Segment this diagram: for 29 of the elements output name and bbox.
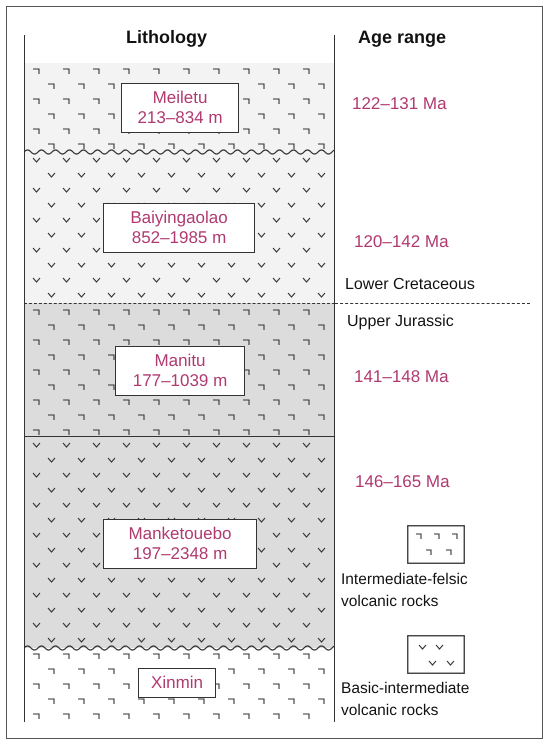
legend-label: Intermediate-felsic volcanic rocks [341, 570, 469, 612]
formation-label-box [115, 346, 245, 396]
age-range-label: 120–142 Ma [354, 232, 449, 252]
depth-range: 177–1039 m [132, 371, 228, 391]
period-label: Upper Jurassic [347, 313, 454, 331]
formation-name: Xinmin [151, 673, 203, 693]
depth-range: 213–834 m [137, 108, 223, 128]
rock-layer-band [24, 648, 335, 722]
formation-name: Meiletu [152, 88, 208, 108]
formation-label-box [103, 203, 255, 253]
rock-layer-band [24, 303, 335, 436]
age-range-label: 122–131 Ma [352, 94, 447, 114]
age-range-label: 146–165 Ma [355, 472, 450, 492]
formation-name: Manitu [154, 351, 206, 371]
rock-layer-band [24, 152, 335, 303]
rock-layer-band [24, 63, 335, 152]
formation-label-box [103, 519, 257, 569]
period-label: Lower Cretaceous [345, 276, 475, 294]
depth-range: 197–2348 m [132, 544, 228, 564]
legend-label: Basic-intermediate volcanic rocks [341, 679, 470, 721]
age-range-label: 141–148 Ma [354, 367, 449, 387]
depth-range: 852–1985 m [132, 228, 226, 248]
formation-label-box [138, 668, 216, 698]
formation-name: Baiyingaolao [130, 208, 228, 228]
rock-layer-band [24, 436, 335, 648]
column-heading: Lithology [126, 27, 207, 48]
column-heading: Age range [358, 27, 446, 48]
formation-label-box [121, 83, 239, 133]
formation-name: Manketouebo [128, 524, 232, 544]
